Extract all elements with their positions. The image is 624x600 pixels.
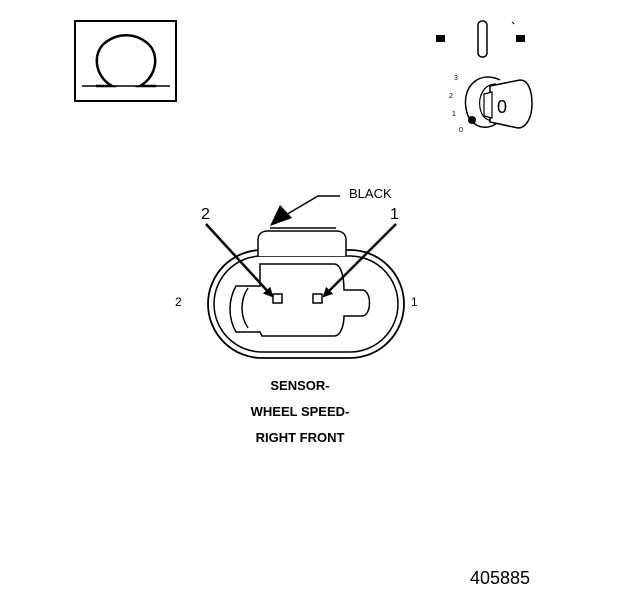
wire-color-label: BLACK [349,186,392,201]
connector-body [207,227,405,359]
caption-line-3: RIGHT FRONT [255,430,345,445]
figure-number: 405885 [470,568,531,588]
caption-line-1: SENSOR- [270,378,330,393]
ohmmeter-icon [74,20,177,102]
component-caption: SENSOR- WHEEL SPEED- RIGHT FRONT [200,373,400,451]
caption-line-2: WHEEL SPEED- [250,404,350,419]
wire-callout-arrowhead [270,205,292,226]
side-label-pin-2: 2 [175,295,182,309]
pin-1-callout: 1 [322,206,399,298]
ignition-position-1: 1 [452,111,456,118]
ignition-position-2: 2 [449,93,453,100]
side-label-pin-1: 1 [411,295,418,309]
ignition-position-0: 0 [459,127,463,134]
pin-2-callout: 2 [201,206,274,298]
ignition-position-3: 3 [454,75,458,82]
pin-2-callout-label: 2 [201,206,210,223]
ignition-pointer-dot [468,116,476,124]
key-label: 0 [497,97,507,117]
ignition-switch-icon: 0 3 2 1 0 [436,20,533,134]
wire-color-callout: BLACK [270,186,392,226]
pin-1-callout-label: 1 [390,206,399,223]
